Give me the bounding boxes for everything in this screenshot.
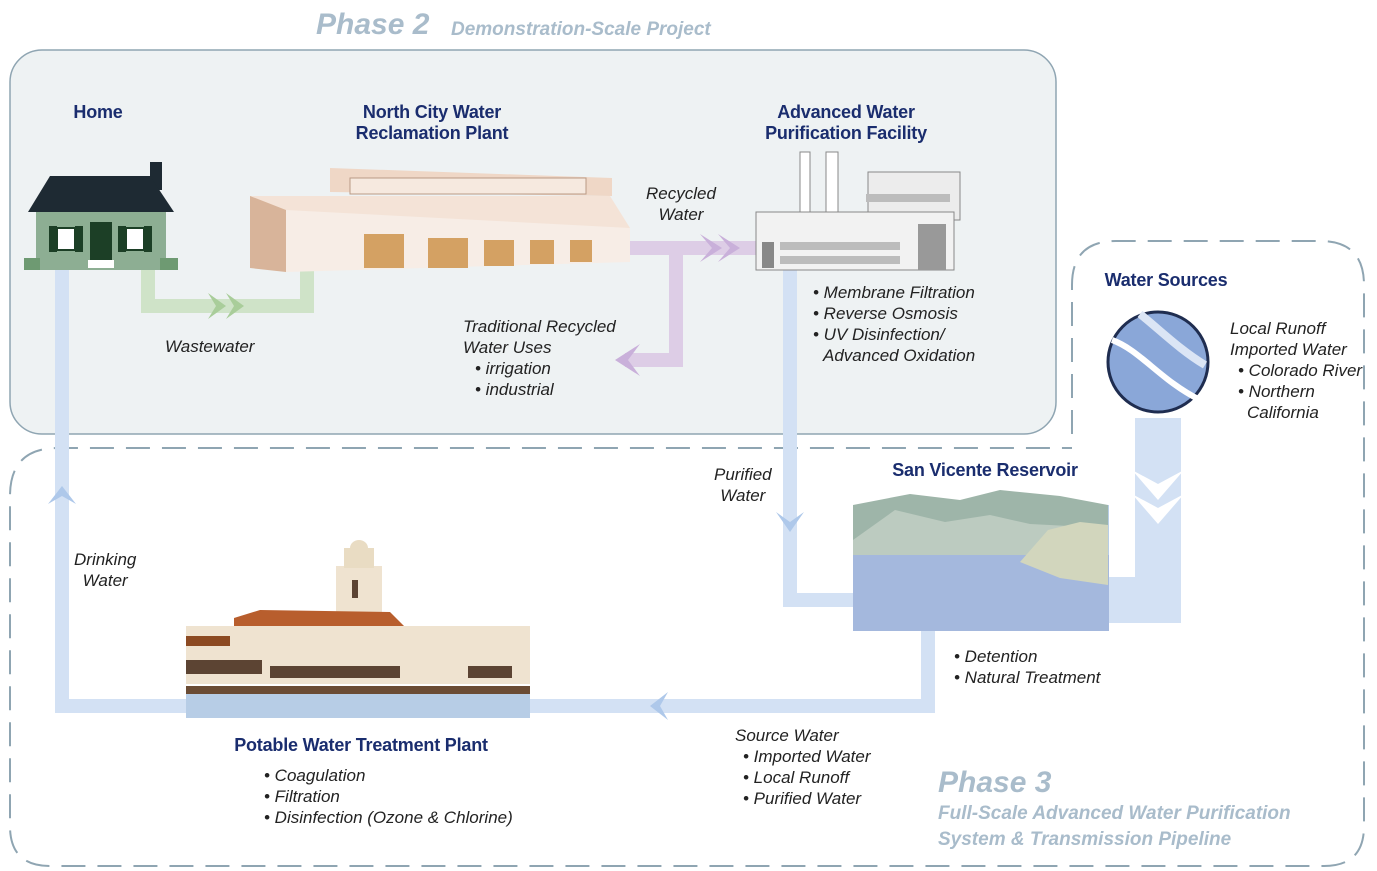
source-water-label: Source Water • Imported Water • Local Ru… [735, 725, 871, 809]
wastewater-pipe [141, 270, 314, 313]
reservoir-title: San Vicente Reservoir [892, 460, 1078, 480]
source-water-title: Source Water [735, 726, 839, 745]
north-city-title-line1: North City Water [362, 102, 502, 122]
water-sources-title: Water Sources [1104, 270, 1228, 290]
water-source-item: California [1247, 403, 1319, 422]
recycled-water-label: Recycled Water [646, 183, 716, 225]
potable-steps: • Coagulation • Filtration • Disinfectio… [264, 765, 513, 828]
drinking-water-label-line2: Water [82, 571, 128, 590]
potable-step: • Filtration [264, 787, 340, 806]
awpf-title-line1: Advanced Water [777, 102, 915, 122]
awpf-step: Advanced Oxidation [823, 346, 976, 365]
recycled-water-label-line1: Recycled [646, 184, 716, 203]
reservoir-step: • Detention [954, 647, 1038, 666]
source-water-pipe [530, 630, 935, 713]
water-sources-arrow [1132, 470, 1184, 524]
reservoir-step: • Natural Treatment [954, 668, 1101, 687]
purified-water-label-line1: Purified [714, 465, 772, 484]
purified-water-label-line2: Water [720, 486, 766, 505]
traditional-uses-pipe [625, 248, 683, 367]
potable-step: • Disinfection (Ozone & Chlorine) [264, 808, 513, 827]
traditional-uses-label: Traditional Recycled Water Uses • irriga… [463, 316, 616, 400]
phase3-subtitle: Full-Scale Advanced Water Purification S… [938, 801, 1291, 853]
wastewater-label: Wastewater [165, 337, 255, 356]
phase3-boundary [9, 240, 1365, 867]
awpf-step: • Membrane Filtration [813, 283, 975, 302]
water-sources-items: Local Runoff Imported Water • Colorado R… [1230, 318, 1362, 423]
potable-plant-illustration [186, 540, 530, 718]
awpf-title-line2: Purification Facility [765, 123, 927, 143]
purified-water-pipe [783, 268, 855, 607]
home-house-illustration [24, 162, 178, 270]
drinking-water-label-line1: Drinking [74, 550, 137, 569]
water-sources-pipe [1108, 418, 1181, 623]
drinking-water-arrow [48, 486, 76, 504]
phase2-subtitle: Demonstration-Scale Project [451, 19, 711, 40]
potable-title: Potable Water Treatment Plant [234, 735, 488, 755]
recycled-water-label-line2: Water [658, 205, 704, 224]
reservoir-steps: • Detention • Natural Treatment [954, 646, 1100, 688]
water-sources-globe [1106, 310, 1210, 414]
phase3-label: Phase 3 [938, 766, 1052, 799]
awpf-steps: • Membrane Filtration • Reverse Osmosis … [813, 282, 975, 366]
traditional-use-item: • industrial [475, 380, 554, 399]
water-source-item: • Colorado River [1238, 361, 1363, 380]
awpf-title: Advanced Water Purification Facility [746, 102, 946, 144]
water-source-item: Imported Water [1230, 340, 1347, 359]
phase3-subtitle-line2: System & Transmission Pipeline [938, 829, 1232, 850]
north-city-title: North City Water Reclamation Plant [332, 102, 532, 144]
purified-water-arrow [776, 512, 804, 532]
source-water-item: • Purified Water [743, 789, 862, 808]
reservoir-illustration [853, 490, 1109, 631]
wastewater-arrow [208, 293, 244, 319]
recycled-water-arrow [700, 234, 740, 262]
phase3-subtitle-line1: Full-Scale Advanced Water Purification [938, 803, 1291, 824]
potable-step: • Coagulation [264, 766, 366, 785]
north-city-title-line2: Reclamation Plant [355, 123, 509, 143]
source-water-item: • Local Runoff [743, 768, 850, 787]
source-water-arrow [650, 692, 668, 720]
awpf-step: • Reverse Osmosis [813, 304, 958, 323]
source-water-item: • Imported Water [743, 747, 871, 766]
water-source-item: • Northern [1238, 382, 1315, 401]
traditional-use-item: • irrigation [475, 359, 551, 378]
phase2-label: Phase 2 [316, 8, 430, 41]
awpf-building-illustration [755, 151, 961, 271]
drinking-water-pipe [55, 270, 188, 713]
water-source-item: Local Runoff [1230, 319, 1326, 338]
traditional-uses-label-line2: Water Uses [463, 338, 552, 357]
home-title: Home [73, 102, 123, 122]
traditional-uses-label-line1: Traditional Recycled [463, 317, 616, 336]
awpf-step: • UV Disinfection/ [813, 325, 945, 344]
north-city-plant-illustration [250, 168, 630, 272]
drinking-water-label: Drinking Water [74, 549, 136, 591]
traditional-uses-arrow [615, 344, 640, 376]
purified-water-label: Purified Water [714, 464, 772, 506]
